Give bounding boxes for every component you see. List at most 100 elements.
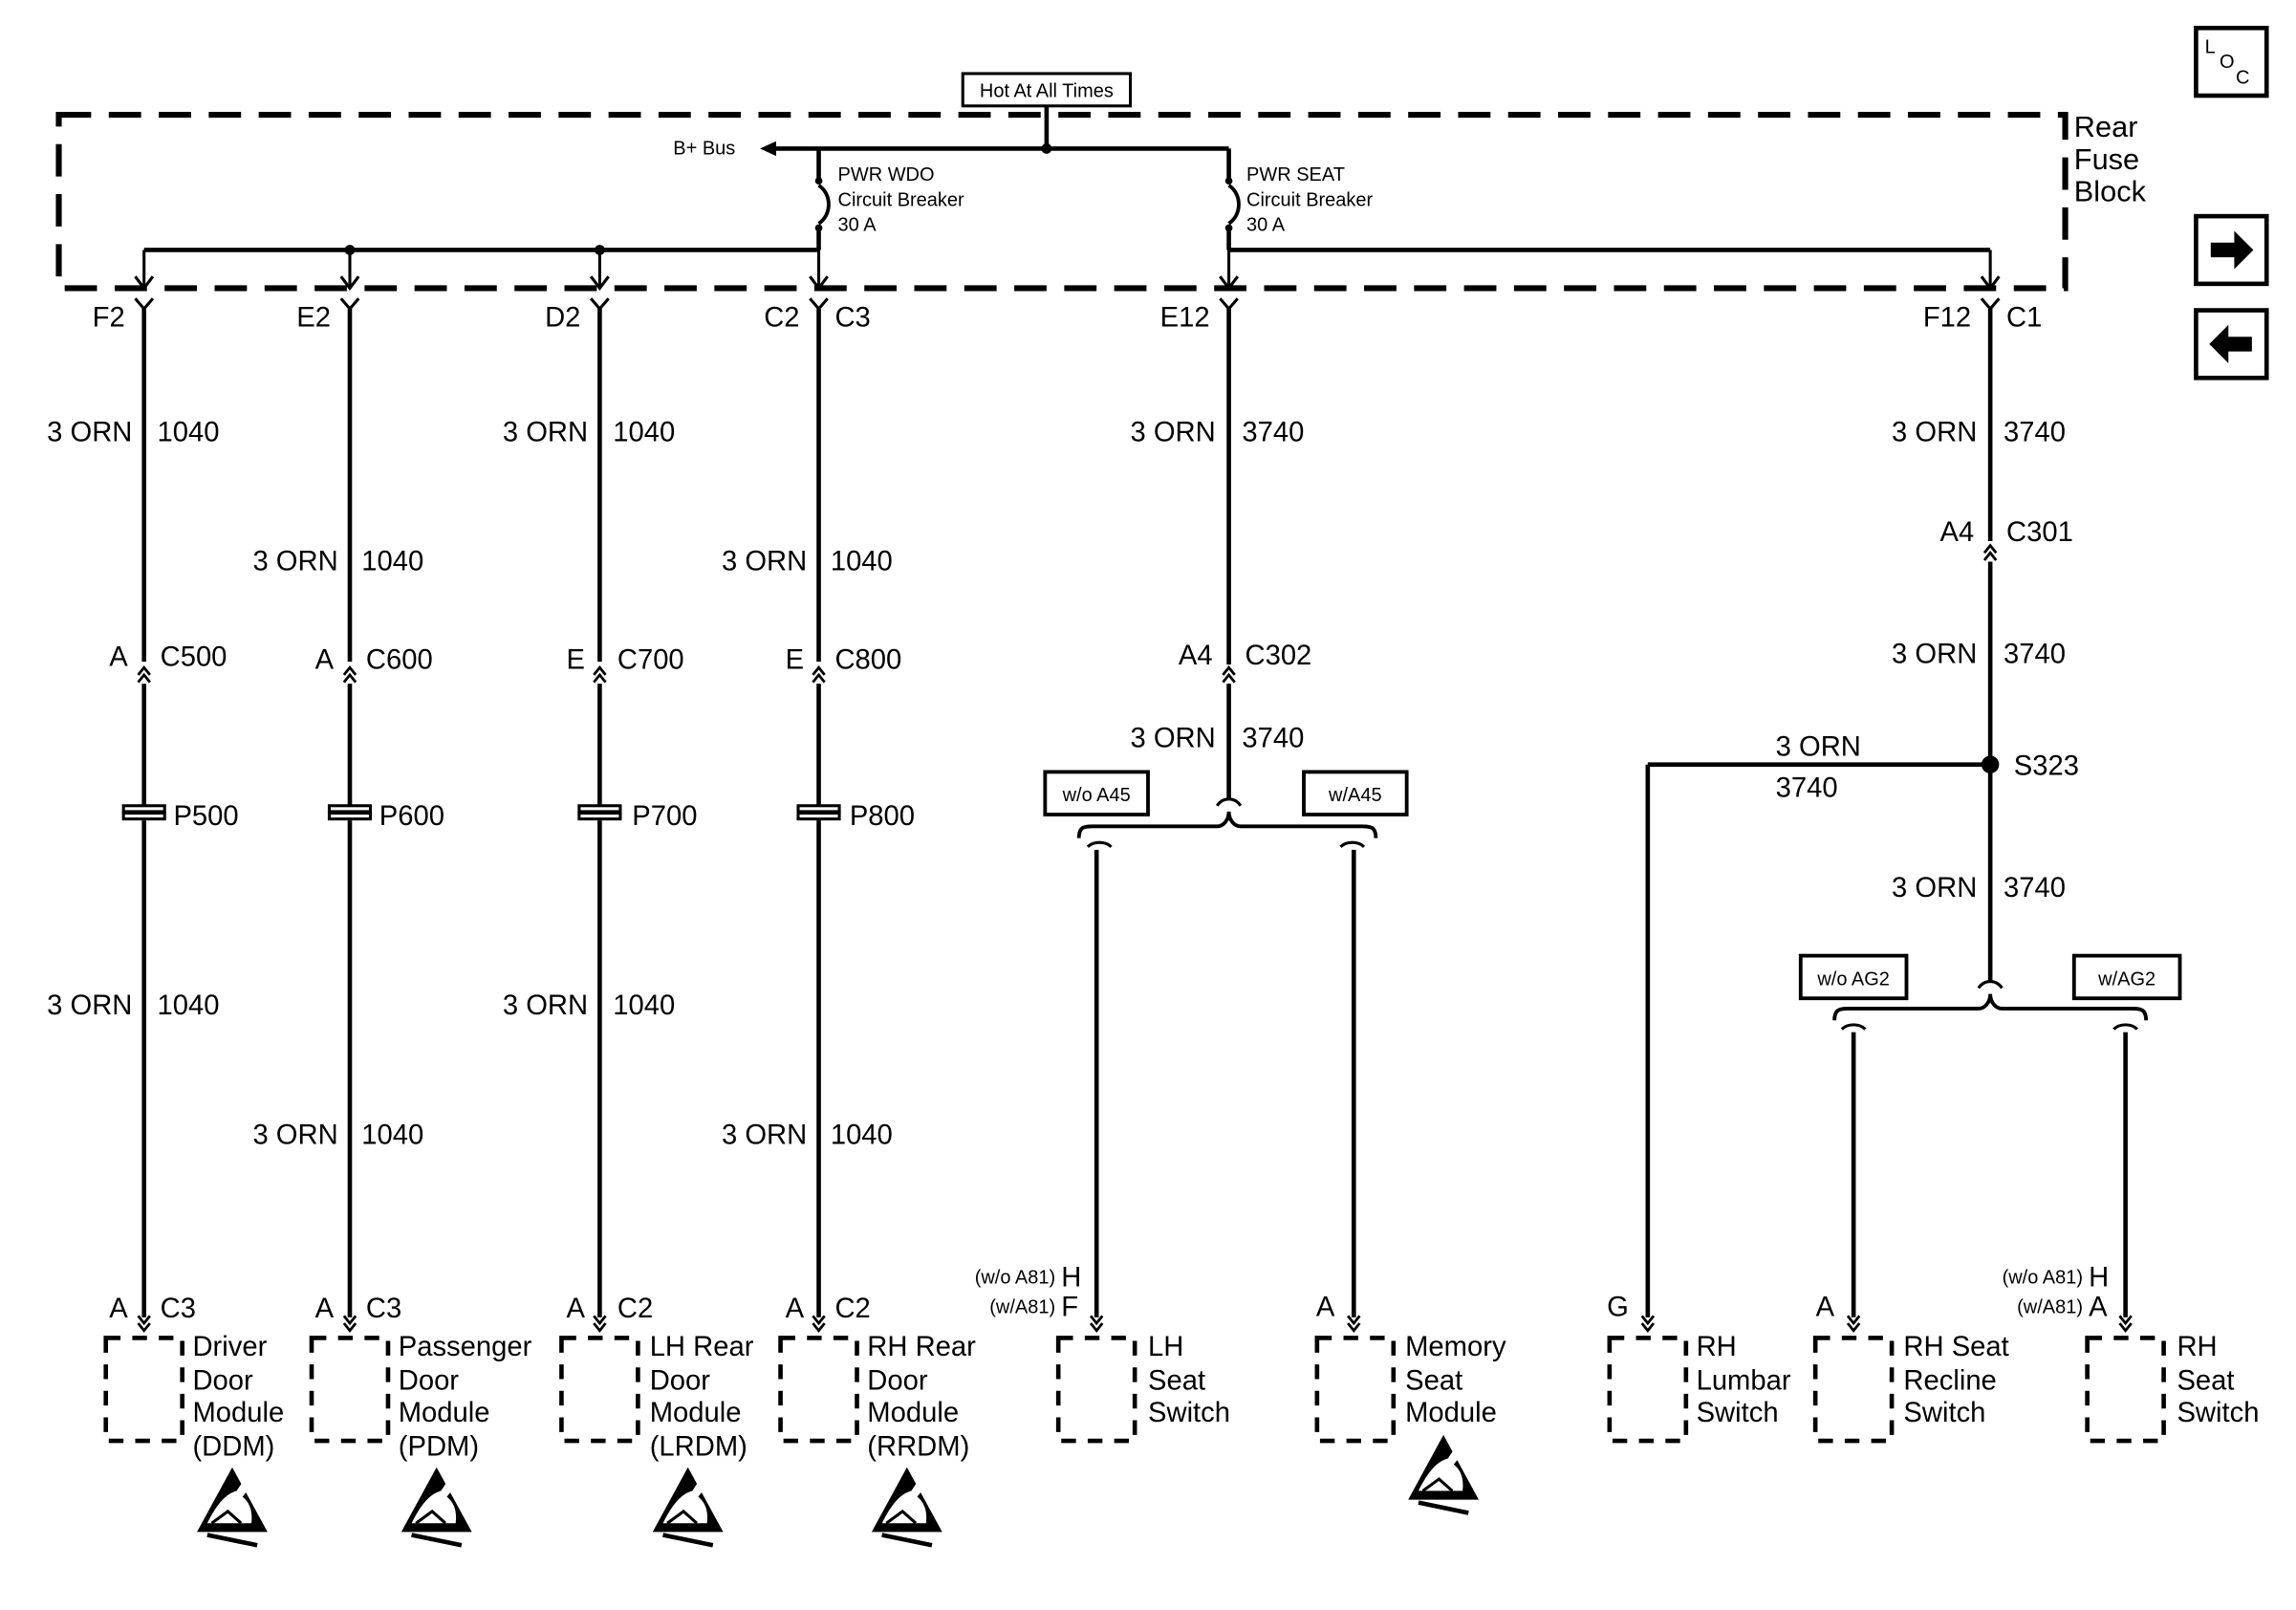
svg-text:RH: RH [2177, 1332, 2217, 1362]
svg-text:Door: Door [867, 1365, 928, 1396]
svg-text:Memory: Memory [1405, 1332, 1506, 1362]
svg-text:H: H [1061, 1263, 1081, 1294]
svg-text:LH Rear: LH Rear [650, 1332, 754, 1362]
svg-text:A: A [567, 1294, 586, 1324]
component-rh-seat-switch: (w/o A81) H (w/A81) A RH Seat Switch [2003, 1263, 2259, 1444]
circuit-rh-seat: 3 ORN 3740 A4 C301 3 ORN 3740 S323 3 ORN… [1640, 309, 2182, 1333]
svg-text:L: L [2205, 36, 2216, 57]
svg-text:Switch: Switch [1148, 1398, 1230, 1428]
circuit-lrdm: 3 ORN 1040 E C700 P700 3 ORN 1040 [503, 309, 697, 1333]
fuse-block-label-2: Fuse [2074, 142, 2139, 176]
hot-at-all-times-label: Hot At All Times [961, 72, 1133, 108]
svg-text:1040: 1040 [831, 547, 893, 577]
svg-text:3 ORN: 3 ORN [1892, 640, 1977, 670]
svg-text:Module: Module [192, 1398, 284, 1428]
svg-text:w/AG2: w/AG2 [2097, 968, 2155, 990]
svg-text:1040: 1040 [361, 1120, 423, 1150]
svg-text:w/o A45: w/o A45 [1062, 785, 1131, 806]
svg-text:Door: Door [192, 1365, 253, 1396]
svg-text:LH: LH [1148, 1332, 1183, 1362]
svg-text:A4: A4 [1939, 517, 1974, 548]
svg-text:(LRDM): (LRDM) [650, 1431, 747, 1462]
svg-text:F: F [1061, 1292, 1078, 1322]
svg-text:3740: 3740 [2004, 640, 2066, 670]
svg-text:RH: RH [1697, 1332, 1737, 1362]
svg-text:Door: Door [399, 1365, 460, 1396]
b-plus-bus: B+ Bus [673, 105, 1229, 160]
circuit-lh-seat: 3 ORN 3740 A4 C302 3 ORN 3740 w/o A45 w/… [1043, 309, 1409, 1333]
svg-text:3 ORN: 3 ORN [1130, 417, 1215, 447]
esd-warning-icon [653, 1468, 724, 1546]
component-rrdm: A C2 RH Rear Door Module (RRDM) [778, 1294, 976, 1545]
svg-text:Module: Module [650, 1398, 742, 1428]
svg-text:A4: A4 [1179, 641, 1213, 671]
svg-text:3 ORN: 3 ORN [252, 547, 337, 577]
svg-text:3 ORN: 3 ORN [503, 417, 588, 447]
esd-warning-icon [1408, 1435, 1479, 1513]
esd-warning-icon [197, 1468, 268, 1546]
pin-f12: F12 [1923, 302, 1971, 333]
svg-text:1040: 1040 [361, 547, 423, 577]
svg-text:C3: C3 [366, 1294, 401, 1324]
svg-text:3 ORN: 3 ORN [1892, 873, 1977, 903]
component-lh-seat-switch: (w/o A81) H (w/A81) F LH Seat Switch [975, 1263, 1230, 1444]
svg-text:1040: 1040 [158, 990, 220, 1021]
svg-text:3 ORN: 3 ORN [1130, 723, 1215, 753]
cb1-line2: Circuit Breaker [838, 189, 964, 210]
pin-c3: C3 [834, 302, 870, 333]
svg-text:A: A [315, 645, 335, 676]
svg-text:Switch: Switch [1697, 1398, 1779, 1428]
svg-text:(w/o A81): (w/o A81) [975, 1268, 1055, 1289]
svg-text:S323: S323 [2014, 751, 2079, 781]
svg-text:C2: C2 [617, 1294, 653, 1324]
svg-text:P700: P700 [632, 801, 697, 832]
component-ddm: A C3 Driver Door Module (DDM) [103, 1294, 284, 1546]
forward-button[interactable] [2194, 213, 2269, 287]
svg-text:Seat: Seat [1148, 1365, 1205, 1396]
svg-text:C600: C600 [366, 645, 433, 676]
pin-e2: E2 [296, 302, 331, 333]
svg-text:Module: Module [867, 1398, 959, 1428]
svg-text:3740: 3740 [1242, 417, 1304, 447]
svg-text:G: G [1607, 1292, 1629, 1322]
svg-text:(w/A81): (w/A81) [989, 1296, 1055, 1317]
svg-text:w/A45: w/A45 [1328, 785, 1382, 806]
svg-text:3 ORN: 3 ORN [1776, 731, 1861, 762]
svg-text:P500: P500 [173, 801, 238, 832]
pwr-wdo-circuit-breaker: PWR WDO Circuit Breaker 30 A [814, 148, 964, 250]
svg-text:Recline: Recline [1903, 1365, 1996, 1396]
cb2-line2: Circuit Breaker [1246, 189, 1373, 210]
circuit-pdm: 3 ORN 1040 A C600 P600 3 ORN 1040 [252, 309, 444, 1333]
fuse-outputs: F2 E2 D2 C2 C3 E12 F12 C1 [93, 250, 2042, 333]
svg-text:3 ORN: 3 ORN [47, 417, 132, 447]
splice-s323 [1981, 755, 2000, 773]
pin-c1: C1 [2006, 302, 2042, 333]
svg-text:3 ORN: 3 ORN [503, 990, 588, 1021]
svg-text:C: C [2236, 68, 2249, 89]
svg-text:1040: 1040 [831, 1120, 893, 1150]
svg-text:P800: P800 [850, 801, 915, 832]
svg-text:3740: 3740 [1776, 773, 1838, 804]
svg-text:P600: P600 [379, 801, 444, 832]
svg-text:A: A [315, 1294, 335, 1324]
circuit-rrdm: 3 ORN 1040 E C800 P800 3 ORN 1040 [722, 309, 915, 1333]
svg-text:3740: 3740 [1242, 723, 1304, 753]
fuse-block-label-3: Block [2074, 175, 2147, 208]
back-button[interactable] [2194, 308, 2269, 381]
svg-text:E: E [567, 645, 585, 676]
pin-c2: C2 [764, 302, 799, 333]
option-wo-ag2 [1798, 953, 1909, 1001]
component-rh-seat-recline-switch: A RH Seat Recline Switch [1812, 1292, 2009, 1444]
svg-text:3 ORN: 3 ORN [722, 1120, 807, 1150]
svg-text:RH Seat: RH Seat [1903, 1332, 2008, 1362]
cb2-line3: 30 A [1246, 214, 1286, 235]
svg-text:Switch: Switch [1903, 1398, 1985, 1428]
svg-text:Seat: Seat [1405, 1365, 1462, 1396]
svg-text:(DDM): (DDM) [192, 1431, 274, 1462]
svg-text:Hot At All Times: Hot At All Times [980, 81, 1114, 102]
svg-text:3 ORN: 3 ORN [722, 547, 807, 577]
loc-button[interactable]: L O C [2194, 25, 2269, 98]
svg-text:3 ORN: 3 ORN [47, 990, 132, 1021]
svg-text:C302: C302 [1245, 641, 1311, 671]
